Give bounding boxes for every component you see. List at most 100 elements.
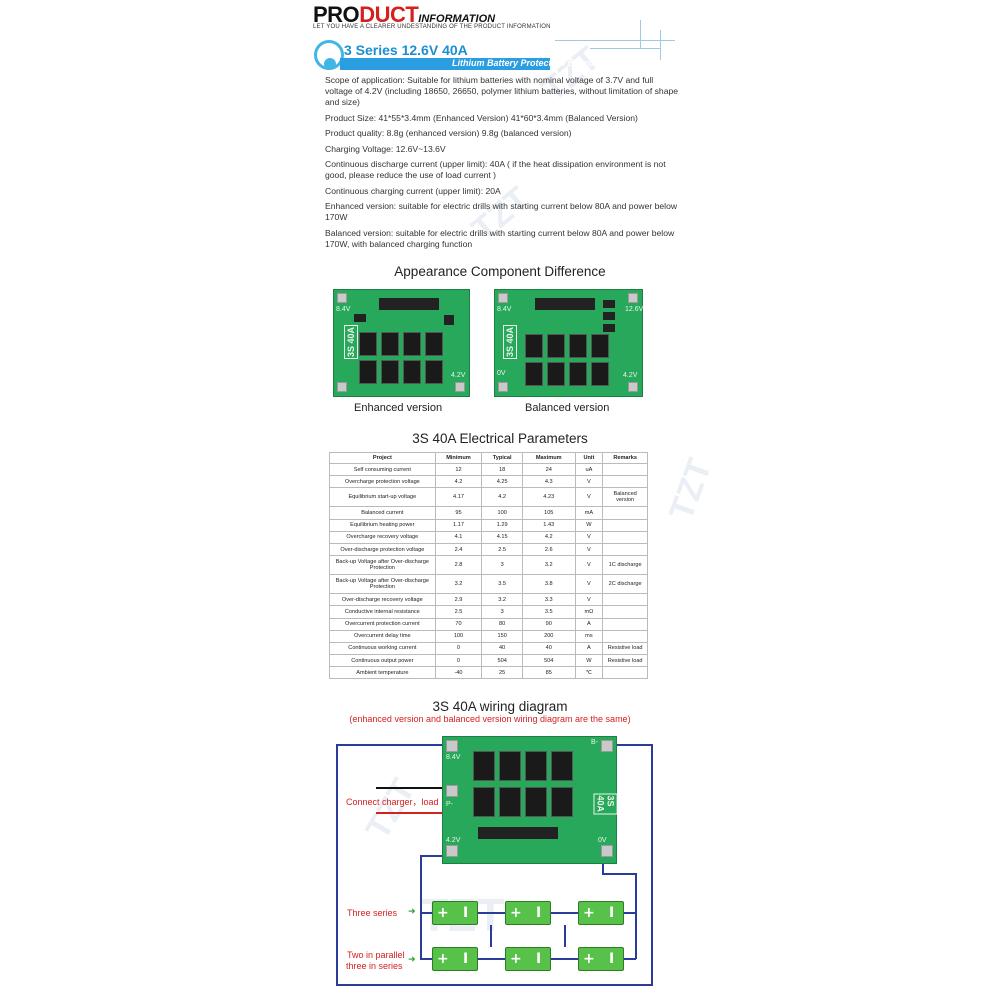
battery-icon: + I: [505, 947, 551, 971]
board-label: 3S 40A: [344, 324, 359, 360]
table-cell: 1.43: [521, 518, 576, 532]
table-cell: 4.2: [481, 487, 523, 508]
table-cell: Self consuming current: [329, 462, 436, 477]
wire: [551, 958, 578, 960]
table-row: Ambient temperature -40 25 85 ℃: [329, 666, 648, 680]
battery-icon: + I: [578, 901, 624, 925]
table-header-cell: Typical: [481, 452, 523, 464]
logo-dot-icon: [324, 58, 336, 70]
brand-part3: INFORMATION: [418, 13, 496, 25]
table-cell: 18: [481, 462, 523, 477]
wire: [336, 744, 338, 986]
table-cell: [602, 605, 648, 619]
table-row: Overcurrent protection current 70 80 90 …: [329, 617, 648, 631]
wire: [420, 945, 422, 959]
circuit-decoration: [660, 30, 661, 60]
table-cell: 24: [521, 462, 576, 477]
connect-charger-label: Connect charger，load: [346, 797, 439, 807]
spec-line: Enhanced version: suitable for electric …: [325, 201, 678, 222]
table-row: Overcharge protection voltage 4.2 4.25 4…: [329, 475, 648, 489]
board-label: 3S 40A: [593, 793, 618, 815]
table-cell: V: [574, 542, 604, 557]
plus-symbol: +: [510, 951, 522, 967]
balanced-caption: Balanced version: [525, 402, 610, 414]
table-cell: 3.5: [521, 605, 576, 619]
wire: [490, 925, 492, 947]
spec-line: Continuous discharge current (upper limi…: [325, 159, 666, 180]
table-cell: uA: [574, 462, 604, 477]
table-cell: [602, 475, 648, 489]
wire: [602, 873, 637, 875]
spec-line: Balanced version: suitable for electric …: [325, 228, 675, 249]
wire: [551, 912, 578, 914]
plus-symbol: +: [437, 905, 449, 921]
table-cell: 2.4: [434, 542, 483, 557]
table-cell: 1.17: [434, 518, 483, 532]
circuit-decoration: [590, 48, 660, 49]
table-cell: 2.6: [521, 542, 576, 557]
table-cell: 95: [434, 506, 483, 520]
table-cell: 0: [434, 641, 483, 656]
brand-part1: PRO: [313, 2, 360, 27]
board-label: 3S 40A: [503, 324, 518, 360]
battery-icon: + I: [432, 947, 478, 971]
table-cell: 150: [481, 629, 523, 643]
balanced-board-image: 8.4V 0V 12.6V 4.2V 3S 40A: [494, 289, 643, 397]
table-cell: 3.5: [481, 574, 523, 595]
spec-line: Charging Voltage: 12.6V~13.6V: [325, 144, 446, 154]
table-cell: mA: [574, 506, 604, 520]
table-cell: 25: [481, 666, 523, 680]
table-row: Balanced current 95 100 105 mA: [329, 506, 648, 520]
table-header-row: Project Minimum Typical Maximum Unit Rem…: [329, 452, 648, 464]
table-cell: ms: [574, 629, 604, 643]
spec-line: Continuous charging current (upper limit…: [325, 186, 501, 196]
table-cell: A: [574, 617, 604, 631]
table-cell: Resistive load: [602, 641, 648, 656]
brand-part2: DUCT: [359, 2, 419, 27]
circuit-decoration: [555, 40, 675, 41]
table-cell: Equilibrium heating power: [329, 518, 436, 532]
appearance-heading: Appearance Component Difference: [394, 264, 606, 279]
table-cell: ℃: [574, 666, 604, 680]
wire: [624, 958, 636, 960]
table-cell: 4.17: [434, 487, 483, 508]
params-table: Project Minimum Typical Maximum Unit Rem…: [329, 452, 648, 680]
table-cell: 70: [434, 617, 483, 631]
table-cell: [602, 542, 648, 557]
table-cell: [602, 629, 648, 643]
table-cell: Continuous output power: [329, 654, 436, 668]
table-row: Continuous output power 0 504 504 W Resi…: [329, 654, 648, 668]
table-cell: [602, 462, 648, 477]
wiring-heading: 3S 40A wiring diagram: [432, 699, 568, 714]
product-subtitle: Lithium Battery Protection Board: [452, 58, 594, 68]
table-cell: [602, 530, 648, 544]
wire: [603, 744, 653, 746]
table-cell: 504: [481, 654, 523, 668]
board-label: 8.4V: [336, 306, 351, 313]
wire: [420, 912, 432, 914]
params-heading: 3S 40A Electrical Parameters: [412, 431, 588, 446]
table-cell: Overcharge protection voltage: [329, 475, 436, 489]
table-row: Overcharge recovery voltage 4.1 4.15 4.2…: [329, 530, 648, 544]
table-cell: 85: [521, 666, 576, 680]
table-cell: W: [574, 518, 604, 532]
table-row: Self consuming current 12 18 24 uA: [329, 462, 648, 477]
table-cell: 2.8: [434, 555, 483, 576]
board-label: 4.2V: [623, 372, 638, 379]
table-cell: 3.2: [521, 555, 576, 576]
table-cell: A: [574, 641, 604, 656]
subtitle-bar: [340, 58, 550, 70]
wire: [478, 912, 505, 914]
table-cell: Overcurrent protection current: [329, 617, 436, 631]
enhanced-caption: Enhanced version: [354, 402, 443, 414]
table-cell: V: [574, 530, 604, 544]
table-cell: 1C discharge: [602, 555, 648, 576]
table-row: Conductive internal resistance 2.5 3 3.5…: [329, 605, 648, 619]
table-cell: V: [574, 555, 604, 576]
table-cell: [602, 593, 648, 607]
table-cell: 40: [481, 641, 523, 656]
minus-symbol: I: [609, 951, 615, 967]
table-cell: 3.8: [521, 574, 576, 595]
table-cell: 4.23: [521, 487, 576, 508]
wire: [336, 744, 448, 746]
